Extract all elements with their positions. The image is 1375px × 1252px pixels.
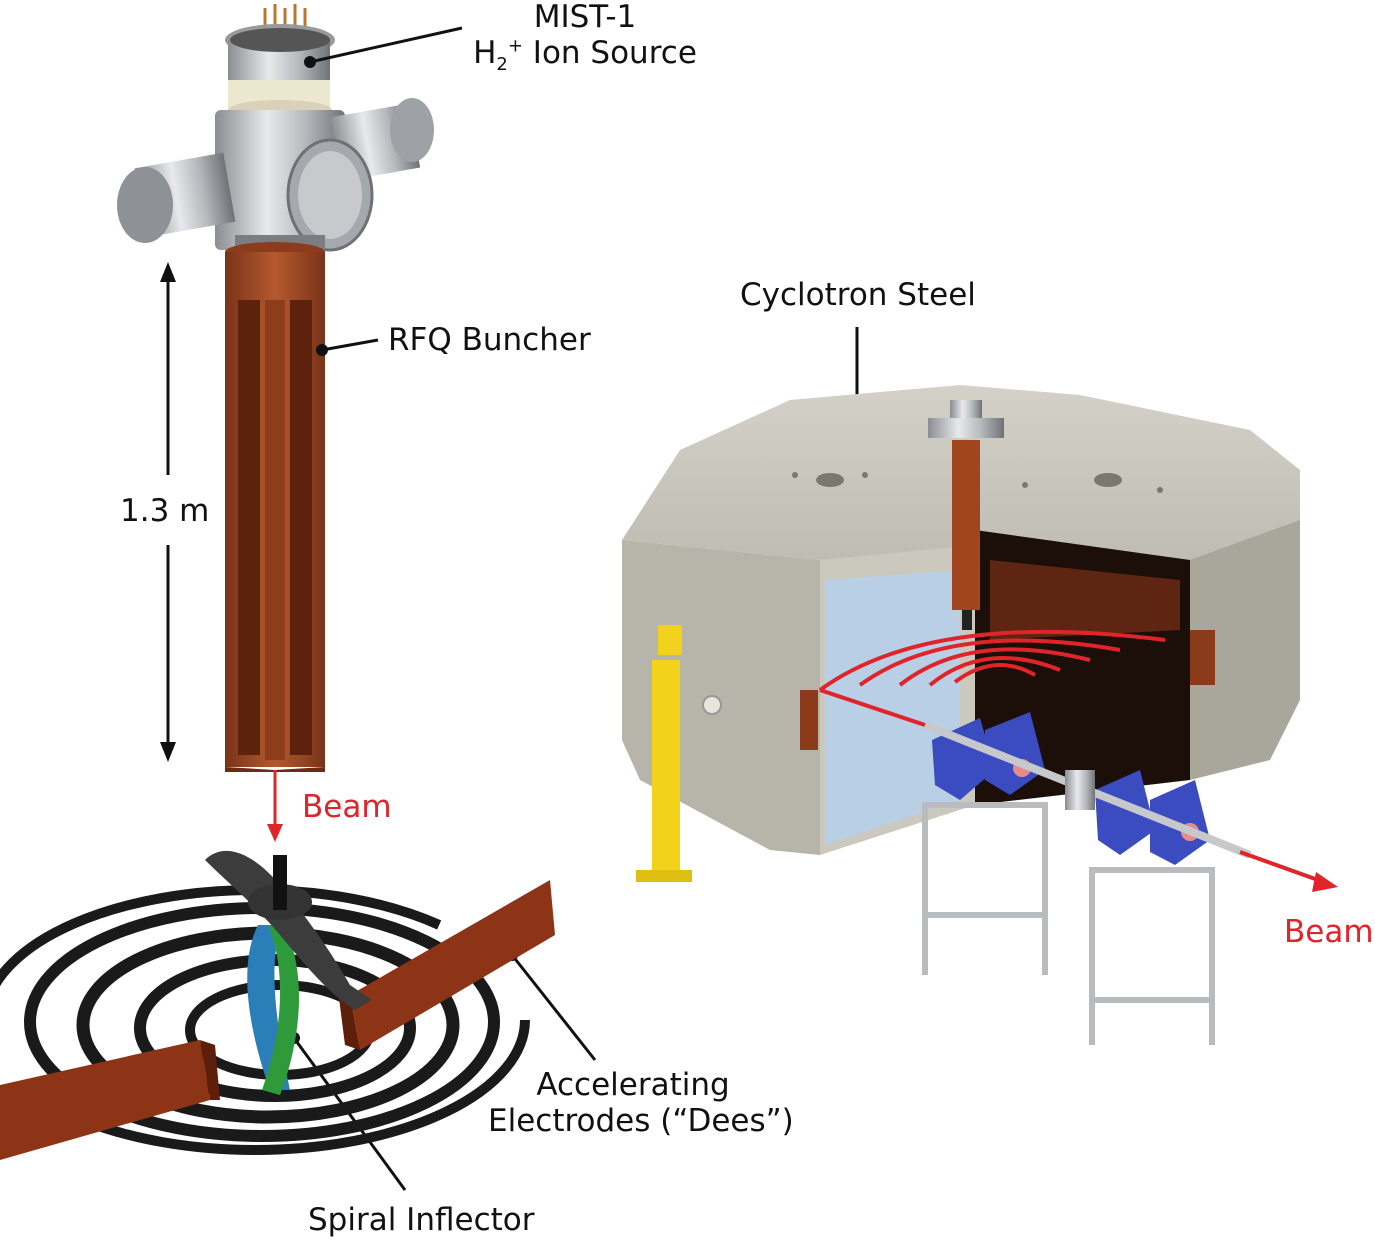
dee-right [350,880,555,1050]
inner-cutaway-panel [825,570,960,845]
height-dimension-arrow [160,262,176,762]
ion-source-line1: MIST-1 [533,0,637,35]
ion-source-line2: H2+ Ion Source [473,34,697,75]
dee-electrodes [0,880,555,1160]
spiral-inflector [247,925,300,1095]
dee-left [0,1040,210,1160]
beamline-stands [922,802,1215,1045]
accelerating-line1: Accelerating [536,1067,730,1103]
rfq-buncher [225,242,325,772]
cyclotron-steel-label: Cyclotron Steel [740,277,976,313]
vacuum-cross [117,98,434,255]
accelerating-electrodes-label: Accelerating Electrodes (“Dees”) [488,1067,794,1139]
beam-arrow-right [1239,850,1338,892]
mini-ion-source [928,400,1004,630]
beam-label-right: Beam [1284,914,1374,950]
height-label: 1.3 m [120,493,210,529]
yellow-hydraulic-support [636,625,692,882]
beam-arrow-left [267,770,283,842]
left-flange-cap [117,167,173,243]
inflector-holder [205,850,372,1010]
ion-source [225,4,335,120]
rfq-buncher-label: RFQ Buncher [388,322,591,358]
accelerating-line2: Electrodes (“Dees”) [488,1102,794,1139]
right-flange-cap [390,98,434,162]
ion-source-label: MIST-1 H2+ Ion Source [470,0,700,76]
cyclotron-beam-orbits [818,629,1166,692]
cyclotron-extraction-beam [819,688,926,727]
spiral-inflector-label: Spiral Inflector [308,1202,535,1238]
quadrupole-magnets [932,712,1210,865]
beam-label-left: Beam [302,789,392,825]
beam-pipe [923,721,1252,859]
